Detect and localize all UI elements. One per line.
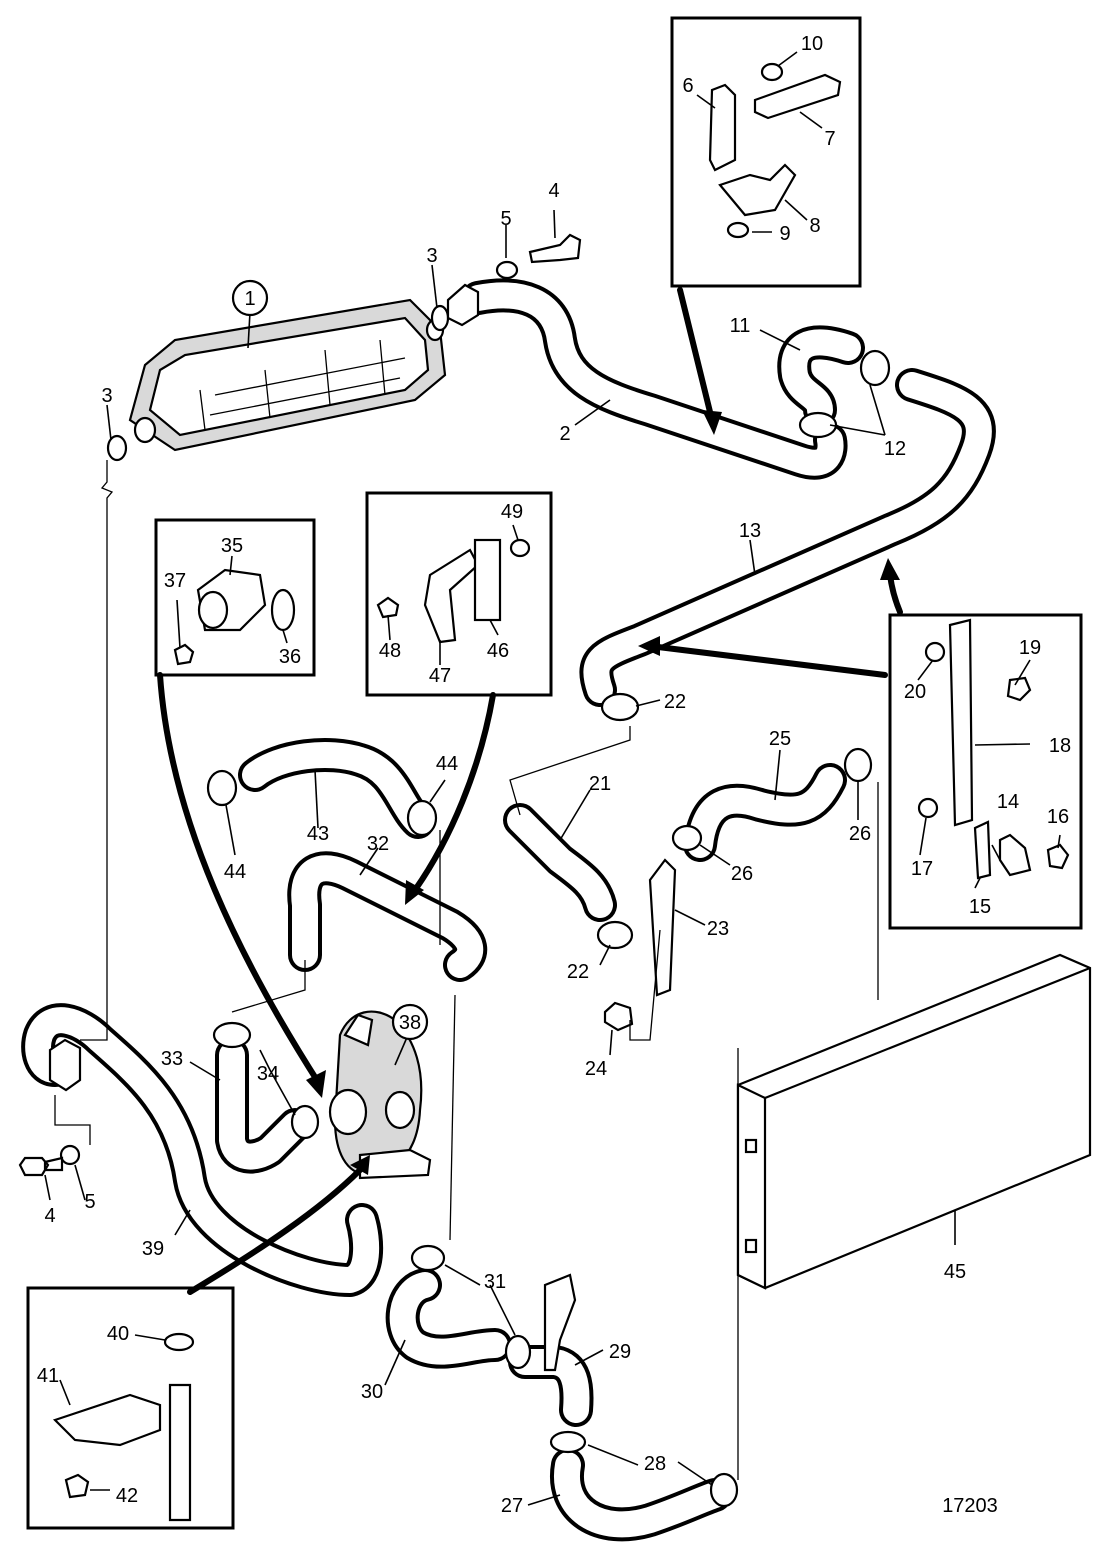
callout-24: 24 bbox=[585, 1058, 607, 1080]
heat-exchanger-45 bbox=[736, 953, 1092, 1290]
callout-circle-38 bbox=[391, 1003, 429, 1041]
callout-43: 43 bbox=[307, 823, 329, 845]
callout-8: 8 bbox=[809, 215, 820, 237]
callout-3b: 3 bbox=[426, 245, 437, 267]
callout-37: 37 bbox=[164, 570, 186, 592]
callout-32: 32 bbox=[367, 833, 389, 855]
callout-41: 41 bbox=[37, 1365, 59, 1387]
callout-7: 7 bbox=[824, 128, 835, 150]
clamp-34a bbox=[212, 1021, 252, 1049]
clamp-26a bbox=[843, 747, 873, 783]
callout-2: 2 bbox=[559, 423, 570, 445]
clamp-12b bbox=[798, 411, 838, 439]
hoses bbox=[21, 278, 996, 1542]
callout-17: 17 bbox=[911, 858, 933, 880]
callout-36: 36 bbox=[279, 646, 301, 668]
callout-44a: 44 bbox=[224, 861, 246, 883]
clamp-12a bbox=[859, 349, 891, 387]
clamp-22b bbox=[596, 920, 634, 950]
clamp-22a bbox=[600, 692, 640, 722]
callout-16: 16 bbox=[1047, 806, 1069, 828]
pipe-flange-29 bbox=[543, 1273, 577, 1372]
clamp-28b bbox=[709, 1472, 739, 1508]
callout-12: 12 bbox=[884, 438, 906, 460]
callout-28: 28 bbox=[644, 1453, 666, 1475]
callout-4a: 4 bbox=[548, 180, 559, 202]
callout-9: 9 bbox=[779, 223, 790, 245]
callout-30: 30 bbox=[361, 1381, 383, 1403]
callout-18: 18 bbox=[1049, 735, 1071, 757]
callout-22a: 22 bbox=[664, 691, 686, 713]
callout-42: 42 bbox=[116, 1485, 138, 1507]
callout-46: 46 bbox=[487, 640, 509, 662]
callout-45: 45 bbox=[944, 1261, 966, 1283]
clamp-31a bbox=[410, 1244, 446, 1272]
callout-34: 34 bbox=[257, 1063, 279, 1085]
callout-27: 27 bbox=[501, 1495, 523, 1517]
detail-box-pipe-40-42 bbox=[26, 1286, 235, 1530]
callout-35: 35 bbox=[221, 535, 243, 557]
figure-number: 17203 bbox=[942, 1495, 998, 1517]
connection-lines bbox=[54, 460, 879, 1480]
detail-box-thermostat-35 bbox=[154, 518, 316, 677]
detail-box-bracket-46-49 bbox=[365, 491, 553, 697]
detail-box-brackets-14-20 bbox=[888, 613, 1083, 930]
callout-5a: 5 bbox=[500, 208, 511, 230]
hose-clamps bbox=[206, 349, 891, 1508]
callout-1: 1 bbox=[244, 288, 255, 310]
callout-33: 33 bbox=[161, 1048, 183, 1070]
callout-21: 21 bbox=[589, 773, 611, 795]
callout-15: 15 bbox=[969, 896, 991, 918]
callout-4b: 4 bbox=[44, 1205, 55, 1227]
callout-26a: 26 bbox=[849, 823, 871, 845]
callout-11: 11 bbox=[730, 315, 751, 337]
callout-10: 10 bbox=[801, 33, 823, 55]
detail-box-brackets-6-10 bbox=[670, 16, 862, 288]
callout-labels: 1 2 3 3 4 4 5 5 6 7 8 9 10 11 12 13 14 1… bbox=[37, 33, 1071, 1517]
callout-14: 14 bbox=[997, 791, 1019, 813]
callout-38: 38 bbox=[399, 1012, 421, 1034]
leader-lines bbox=[44, 51, 1061, 1506]
callout-25: 25 bbox=[769, 728, 791, 750]
callout-39: 39 bbox=[142, 1238, 164, 1260]
hose-2 bbox=[461, 278, 848, 480]
callout-26b: 26 bbox=[731, 863, 753, 885]
clamp-31b bbox=[504, 1334, 532, 1370]
callout-23: 23 bbox=[707, 918, 729, 940]
callout-13: 13 bbox=[739, 520, 761, 542]
clamp-26b bbox=[671, 824, 703, 852]
hose-39 bbox=[21, 1003, 384, 1297]
clamp-44a bbox=[206, 769, 238, 807]
callout-circle-1 bbox=[231, 279, 269, 317]
callout-44b: 44 bbox=[436, 753, 458, 775]
pointer-arrows bbox=[157, 287, 903, 1295]
pipe-flange-39 bbox=[48, 1038, 82, 1092]
callout-47: 47 bbox=[429, 665, 451, 687]
callout-48: 48 bbox=[379, 640, 401, 662]
callout-22b: 22 bbox=[567, 961, 589, 983]
callout-29: 29 bbox=[609, 1341, 631, 1363]
callout-19: 19 bbox=[1019, 637, 1041, 659]
callout-3a: 3 bbox=[101, 385, 112, 407]
callout-31: 31 bbox=[484, 1271, 506, 1293]
callout-49: 49 bbox=[501, 501, 523, 523]
clamp-28a bbox=[549, 1430, 587, 1454]
callout-5b: 5 bbox=[84, 1191, 95, 1213]
callout-6: 6 bbox=[682, 75, 693, 97]
clamp-34b bbox=[290, 1104, 320, 1140]
callout-40: 40 bbox=[107, 1323, 129, 1345]
cooler-1 bbox=[128, 298, 447, 452]
callout-20: 20 bbox=[904, 681, 926, 703]
seals-and-fasteners bbox=[18, 233, 582, 1177]
clamp-44b bbox=[406, 799, 438, 837]
